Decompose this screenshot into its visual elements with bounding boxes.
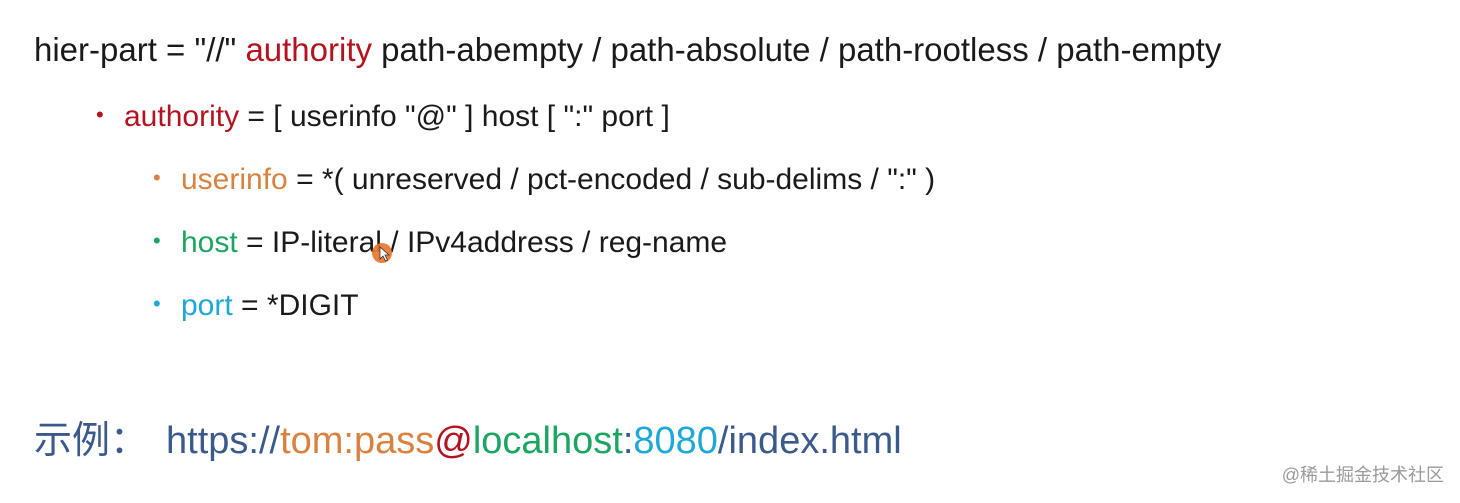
userinfo-rule-definition: = *( unreserved / pct-encoded / sub-deli…	[287, 163, 936, 196]
example-port: 8080	[633, 420, 718, 462]
example-at: @	[434, 420, 473, 462]
example-label: 示例：	[34, 420, 149, 462]
host-rule-definition: = IP-literal / IPv4address / reg-name	[237, 226, 728, 259]
port-rule-name: port	[181, 289, 233, 322]
watermark: @稀土掘金技术社区	[1281, 465, 1444, 485]
port-bullet: •	[153, 291, 161, 317]
hier-part-authority: authority	[245, 31, 373, 68]
port-rule-definition: = *DIGIT	[232, 289, 359, 322]
host-rule-name: host	[181, 226, 238, 259]
example-colon: :	[622, 420, 634, 462]
host-bullet: •	[153, 228, 161, 254]
authority-bullet: •	[96, 102, 104, 128]
mouse-cursor-icon	[372, 243, 392, 263]
example-scheme: https://	[166, 420, 281, 462]
userinfo-rule: • userinfo = *( unreserved / pct-encoded …	[153, 165, 935, 195]
host-rule: • host = IP-literal / IPv4address / reg-n…	[153, 228, 727, 258]
hier-part-prefix: hier-part = "//"	[34, 31, 246, 68]
authority-rule-name: authority	[124, 100, 240, 133]
authority-rule: • authority = [ userinfo "@" ] host [ ":"…	[96, 102, 670, 132]
authority-rule-definition: = [ userinfo "@" ] host [ ":" port ]	[239, 100, 670, 133]
hier-part-suffix: path-abempty / path-absolute / path-root…	[372, 31, 1222, 68]
example-host: localhost	[472, 420, 623, 462]
example-userinfo: tom:pass	[280, 420, 435, 462]
port-rule: • port = *DIGIT	[153, 291, 359, 321]
example-url: 示例： https://tom:pass@localhost:8080/index…	[34, 422, 902, 460]
userinfo-rule-name: userinfo	[181, 163, 288, 196]
userinfo-bullet: •	[153, 165, 161, 191]
example-path: /index.html	[717, 420, 902, 462]
hier-part-rule: hier-part = "//" authority path-abempty …	[34, 33, 1221, 66]
